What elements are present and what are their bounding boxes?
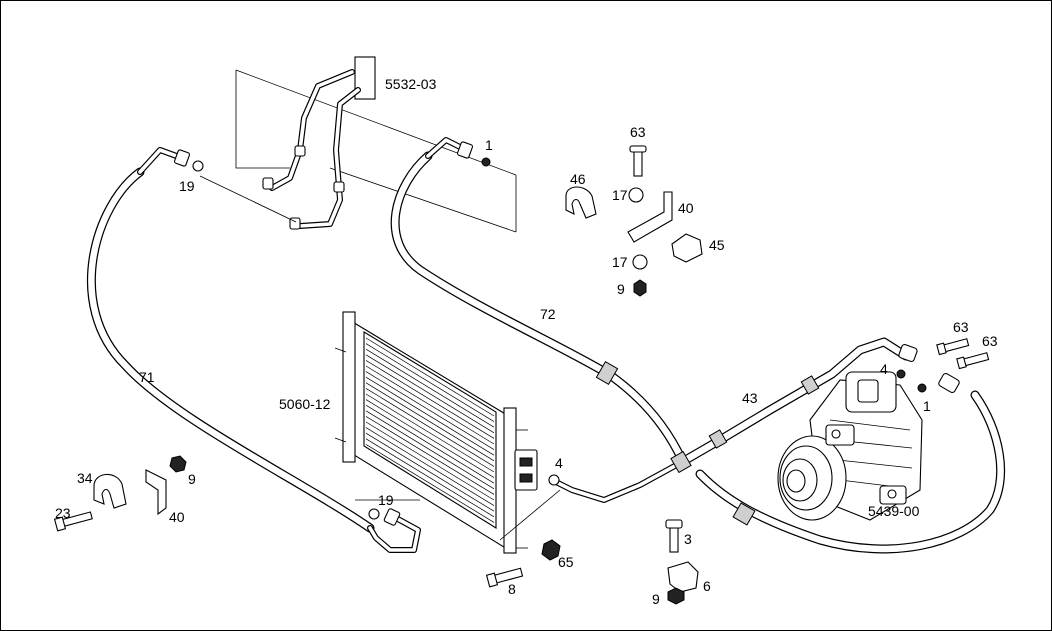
label-45: 45 — [709, 237, 725, 253]
label-6: 6 — [703, 578, 711, 594]
label-5060-12: 5060-12 — [279, 396, 331, 412]
label-19-top: 19 — [179, 178, 195, 194]
callout-labels: 5532-03 1 63 19 46 17 40 45 17 9 72 71 6… — [55, 76, 998, 607]
label-23: 23 — [55, 505, 71, 521]
condenser-fin — [365, 382, 495, 462]
condenser-fin — [365, 376, 495, 456]
label-17-top: 17 — [612, 187, 628, 203]
label-17-bottom: 17 — [612, 254, 628, 270]
pipe-bracket-5532-03 — [199, 56, 517, 233]
label-19-bottom: 19 — [378, 492, 394, 508]
condenser-fin — [365, 337, 495, 417]
label-63-right-a: 63 — [953, 319, 969, 335]
label-40-bottom: 40 — [169, 509, 185, 525]
condenser-fin — [365, 444, 495, 523]
label-72: 72 — [540, 306, 556, 322]
label-3: 3 — [684, 531, 692, 547]
label-43: 43 — [742, 390, 758, 406]
label-4-left: 4 — [555, 455, 563, 471]
label-34: 34 — [77, 470, 93, 486]
condenser-fin — [365, 432, 495, 512]
condenser-fin — [365, 343, 495, 422]
label-8: 8 — [508, 581, 516, 597]
clamp-group-lower-left — [53, 455, 187, 532]
condenser-fin — [365, 365, 495, 445]
label-71: 71 — [139, 369, 155, 385]
label-5532-03: 5532-03 — [385, 76, 437, 92]
label-40-top: 40 — [678, 200, 694, 216]
label-9-top: 9 — [617, 281, 625, 297]
condenser-fin — [365, 404, 495, 484]
label-63-top: 63 — [630, 124, 646, 140]
condenser-fin — [365, 371, 495, 450]
condenser-fin — [365, 399, 495, 478]
hose-72 — [390, 137, 687, 465]
condenser-5060-12 — [334, 311, 561, 554]
label-65: 65 — [558, 554, 574, 570]
condenser-fin — [365, 421, 495, 501]
compressor-5439-00 — [777, 371, 923, 521]
label-1-top: 1 — [485, 137, 493, 153]
label-46: 46 — [570, 171, 586, 187]
label-9-left: 9 — [188, 471, 196, 487]
condenser-fin — [365, 438, 495, 518]
condenser-fin — [365, 410, 495, 490]
label-4-right: 4 — [880, 361, 888, 377]
condenser-fin — [365, 393, 495, 473]
label-5439-00: 5439-00 — [868, 503, 920, 519]
condenser-fin — [365, 360, 495, 439]
condenser-fin — [365, 348, 495, 428]
label-63-right-b: 63 — [982, 333, 998, 349]
label-9-bottom: 9 — [652, 591, 660, 607]
mounting-bracket-group — [565, 145, 703, 297]
label-1-right: 1 — [923, 398, 931, 414]
condenser-fin — [365, 388, 495, 467]
condenser-fin — [365, 427, 495, 506]
condenser-fin — [365, 416, 495, 495]
condenser-fin — [365, 354, 495, 434]
fastener-group-lower-center — [485, 519, 699, 605]
bolts-63-right — [936, 338, 990, 370]
hose-43 — [548, 337, 1006, 554]
hose-71 — [87, 147, 421, 553]
